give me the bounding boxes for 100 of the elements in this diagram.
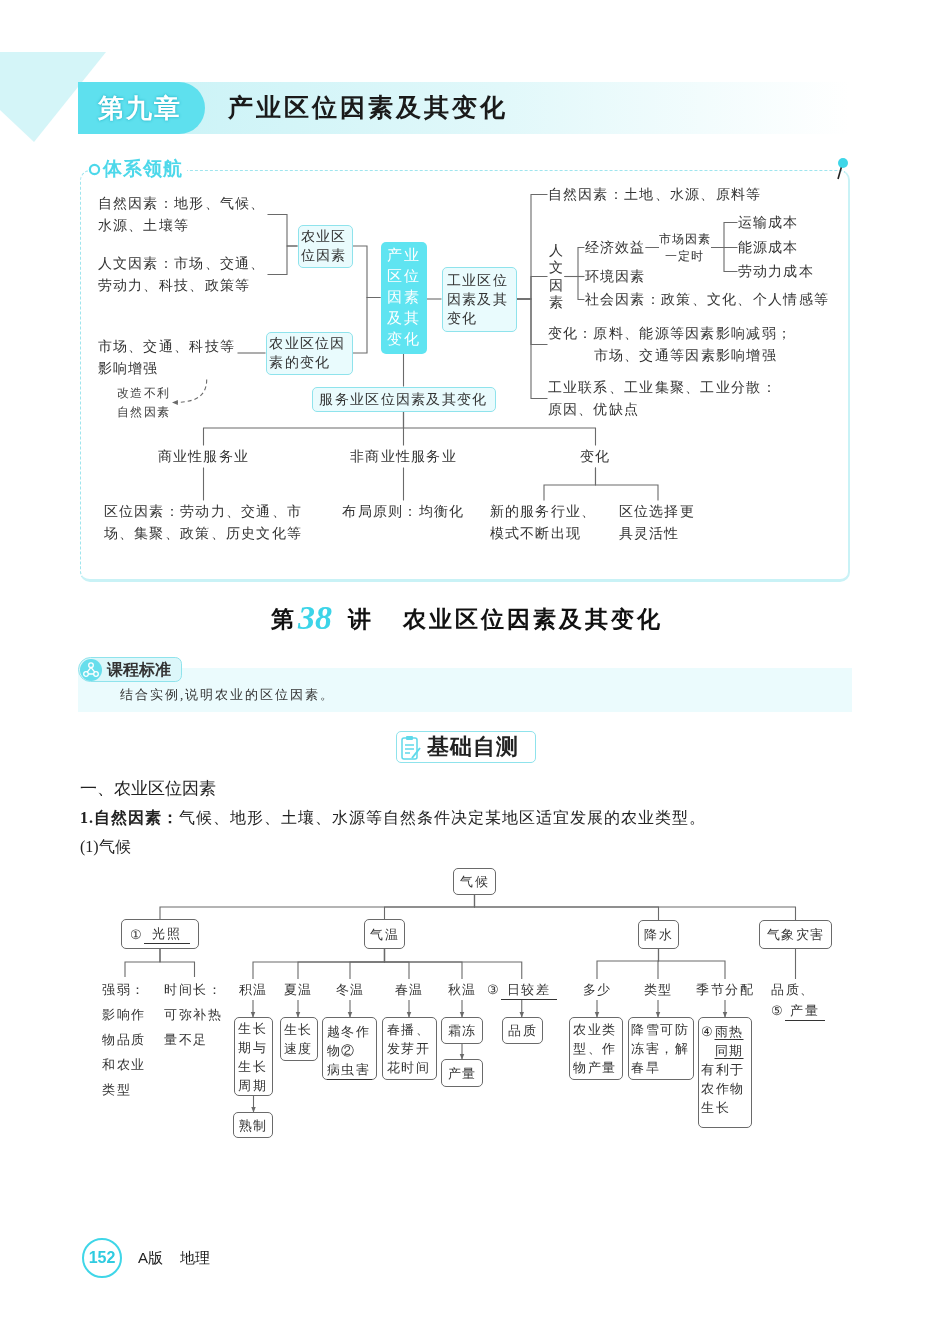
node-text: 冬温 bbox=[335, 979, 365, 1000]
subheading: (1)气候 bbox=[80, 837, 131, 858]
chapter-tab: 第九章 bbox=[78, 82, 205, 134]
tree-box: 降水 bbox=[638, 920, 679, 949]
tree-box: 霜冻 bbox=[441, 1017, 483, 1044]
circled-number: ⑤ bbox=[771, 1003, 785, 1018]
lecture-number: 38 bbox=[298, 598, 332, 638]
node-text: 季节分配 bbox=[696, 979, 754, 1000]
connector-line bbox=[402, 410, 597, 447]
fill-in-line: 日较差 bbox=[500, 981, 557, 1000]
lecture-heading: 第 bbox=[271, 606, 294, 634]
paragraph: 1.自然因素：气候、地形、土壤、水源等自然条件决定某地区适宜发展的农业类型。 bbox=[80, 808, 706, 828]
connector-line bbox=[402, 466, 405, 502]
node-text: 人文因素：市场、交通、劳动力、科技、政策等 bbox=[97, 252, 268, 297]
connector-line bbox=[383, 948, 523, 980]
chapter-title: 产业区位因素及其变化 bbox=[228, 92, 508, 123]
arrow bbox=[655, 999, 661, 1018]
node-text: 新的服务行业、模式不断出现 bbox=[489, 500, 599, 545]
concept-box: 农业区位因素的变化 bbox=[265, 331, 353, 375]
node-text: 积温 bbox=[238, 979, 268, 1000]
paragraph: 结合实例,说明农业的区位因素。 bbox=[120, 686, 336, 704]
vertical-text: 人文因素 bbox=[547, 241, 565, 312]
tree-box bbox=[698, 1017, 752, 1128]
page-number: 152 bbox=[82, 1238, 122, 1278]
fill-in-line: 雨热同期 bbox=[714, 1023, 745, 1060]
circled-number: ③ bbox=[487, 982, 501, 997]
standard-band bbox=[78, 657, 852, 712]
node-text: 社会因素：政策、文化、个人情感等 bbox=[584, 288, 830, 311]
footer-text: A版 bbox=[138, 1248, 163, 1268]
tree-box: 生长期与生长周期 bbox=[234, 1017, 273, 1096]
lecture-title: 农业区位因素及其变化 bbox=[403, 606, 663, 634]
arrow bbox=[459, 999, 465, 1018]
connector-line bbox=[794, 948, 797, 980]
node-text: 有利于农作物生长 bbox=[701, 1061, 746, 1117]
node-text: 商业性服务业 bbox=[157, 445, 250, 468]
node-text: 改造不利自然因素 bbox=[116, 383, 173, 422]
node-text: 布局原则：均衡化 bbox=[342, 500, 465, 523]
connector-line bbox=[594, 466, 659, 502]
node-text: 自然因素：土地、水源、原料等 bbox=[547, 183, 762, 206]
tree-box bbox=[322, 1017, 377, 1080]
lecture-heading: 讲 bbox=[348, 606, 371, 634]
connector-line bbox=[202, 466, 205, 502]
arrow bbox=[251, 1095, 256, 1113]
connector-line bbox=[563, 275, 586, 301]
tree-box: 春播、发芽开花时间 bbox=[382, 1017, 437, 1080]
node-text: 变化：原料、能源等因素影响减弱；市场、交通等因素影响增强 bbox=[547, 322, 796, 367]
concept-box: 农业区位因素 bbox=[297, 224, 353, 268]
arrow bbox=[519, 999, 525, 1018]
node-text: 环境因素 bbox=[584, 265, 646, 288]
arrow bbox=[594, 999, 600, 1018]
node-text: 工业联系、工业集聚、工业分散：原因、优缺点 bbox=[547, 376, 781, 421]
tree-box: 气温 bbox=[364, 919, 405, 949]
node-text: 品质、 bbox=[771, 981, 816, 999]
footer-text: 地理 bbox=[180, 1248, 210, 1268]
arrow bbox=[459, 1043, 465, 1060]
node-text: 区位因素：劳动力、交通、市场、集聚、政策、历史文化等 bbox=[103, 500, 305, 545]
circled-number: ④ bbox=[701, 1024, 715, 1039]
node-text: 非商业性服务业 bbox=[349, 445, 458, 468]
tree-box bbox=[121, 919, 199, 949]
node-text: 秋温 bbox=[447, 979, 477, 1000]
node-text: 自然因素：地形、气候、水源、土壤等 bbox=[97, 192, 268, 237]
edge-label: 市场因素一定时 bbox=[658, 230, 711, 265]
connector-line bbox=[425, 298, 443, 300]
node-text: 运输成本 bbox=[737, 211, 799, 234]
tree-box: 生长速度 bbox=[280, 1017, 318, 1061]
node-text: 越冬作物② bbox=[326, 1024, 371, 1058]
connector-line bbox=[402, 352, 405, 388]
node-text: 区位选择更具灵活性 bbox=[618, 500, 698, 545]
section-heading: 体系领航 bbox=[99, 157, 187, 181]
arrow bbox=[250, 999, 256, 1018]
tree-box: 气候 bbox=[453, 868, 496, 895]
node-text: 时间长：可弥补热量不足 bbox=[164, 977, 225, 1052]
node-text: 劳动力成本 bbox=[737, 260, 814, 283]
connector-line bbox=[657, 948, 726, 980]
banner-box bbox=[396, 731, 536, 763]
concept-box: 服务业区位因素及其变化 bbox=[311, 386, 496, 412]
connector-line bbox=[473, 894, 797, 921]
dashed-arrow bbox=[171, 378, 208, 405]
tree-box: 降雪可防冻害，解春旱 bbox=[628, 1017, 694, 1080]
node-text: 类型 bbox=[643, 979, 673, 1000]
section-heading: 一、农业区位因素 bbox=[80, 778, 216, 799]
connector-line bbox=[266, 245, 299, 276]
fill-in-line: 产量 bbox=[784, 1002, 825, 1021]
node-text: 能源成本 bbox=[737, 236, 799, 259]
arrow bbox=[295, 999, 301, 1018]
fill-in-line: 光照 bbox=[143, 924, 190, 944]
node-text: 强弱：影响作物品质和农业类型 bbox=[102, 977, 148, 1102]
node-text: 夏温 bbox=[283, 979, 313, 1000]
arrow bbox=[347, 999, 353, 1018]
node-text: 变化 bbox=[580, 445, 611, 468]
banner-heading: 基础自测 bbox=[427, 733, 519, 761]
fill-in-line: 病虫害 bbox=[326, 1060, 373, 1080]
arrow bbox=[722, 999, 728, 1018]
concept-box: 工业区位因素及其变化 bbox=[441, 266, 517, 332]
connector-line bbox=[236, 352, 267, 354]
arrow bbox=[406, 999, 412, 1018]
node-text: 经济效益 bbox=[584, 236, 646, 259]
tree-box: 品质 bbox=[502, 1017, 543, 1044]
connector-line bbox=[515, 298, 549, 400]
circled-number: ① bbox=[130, 925, 144, 944]
